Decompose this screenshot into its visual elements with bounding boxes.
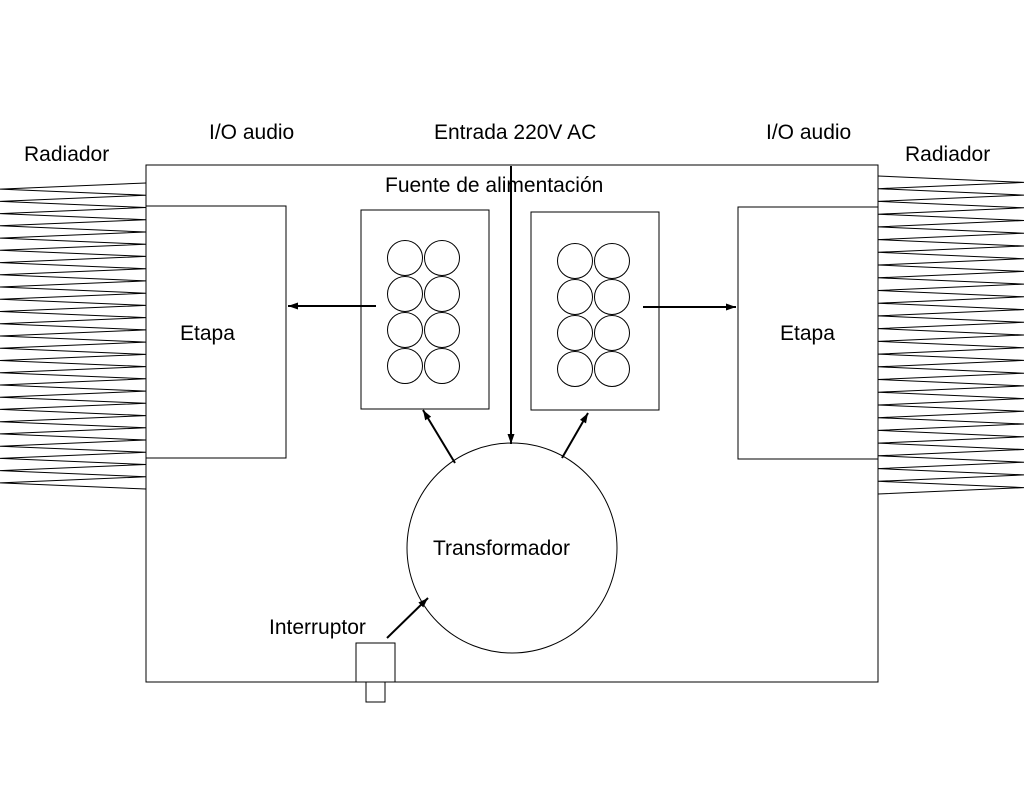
capacitors-left (387, 240, 460, 384)
stage-left-label: Etapa (180, 322, 235, 345)
capacitor (594, 243, 630, 279)
capacitor (424, 240, 460, 276)
capacitor (387, 240, 423, 276)
capacitor (594, 315, 630, 351)
capacitor (387, 348, 423, 384)
stage-left (145, 205, 287, 459)
heatsink-fin-path-left (0, 182, 147, 490)
capacitor (387, 312, 423, 348)
io-audio-left-label: I/O audio (209, 121, 294, 144)
capacitor-bank-left (360, 209, 490, 410)
capacitor (557, 315, 593, 351)
stage-right (737, 206, 879, 460)
arrow-to-caps-left (422, 409, 456, 464)
mains-input-label: Entrada 220V AC (434, 121, 596, 144)
capacitor (594, 279, 630, 315)
heatsink-fin-path-right (877, 175, 1024, 495)
switch-button (365, 681, 386, 703)
transformer-label: Transformador (433, 537, 570, 560)
capacitors-right (557, 243, 630, 387)
capacitor (594, 351, 630, 387)
radiator-left-label: Radiador (24, 143, 109, 166)
heatsink-fins-right (877, 175, 1024, 495)
capacitor (557, 351, 593, 387)
capacitor (424, 276, 460, 312)
switch-body (355, 642, 396, 683)
capacitor (557, 279, 593, 315)
arrow-to-caps-right (561, 412, 589, 459)
capacitor-bank-right (530, 211, 660, 411)
capacitor (424, 348, 460, 384)
heatsink-fins-left (0, 182, 147, 490)
power-supply-label: Fuente de alimentación (385, 174, 603, 197)
capacitor (424, 312, 460, 348)
capacitor (557, 243, 593, 279)
switch-arrow (386, 597, 429, 639)
stage-right-label: Etapa (780, 322, 835, 345)
switch-label: Interruptor (269, 616, 366, 639)
capacitor (387, 276, 423, 312)
radiator-right-label: Radiador (905, 143, 990, 166)
io-audio-right-label: I/O audio (766, 121, 851, 144)
